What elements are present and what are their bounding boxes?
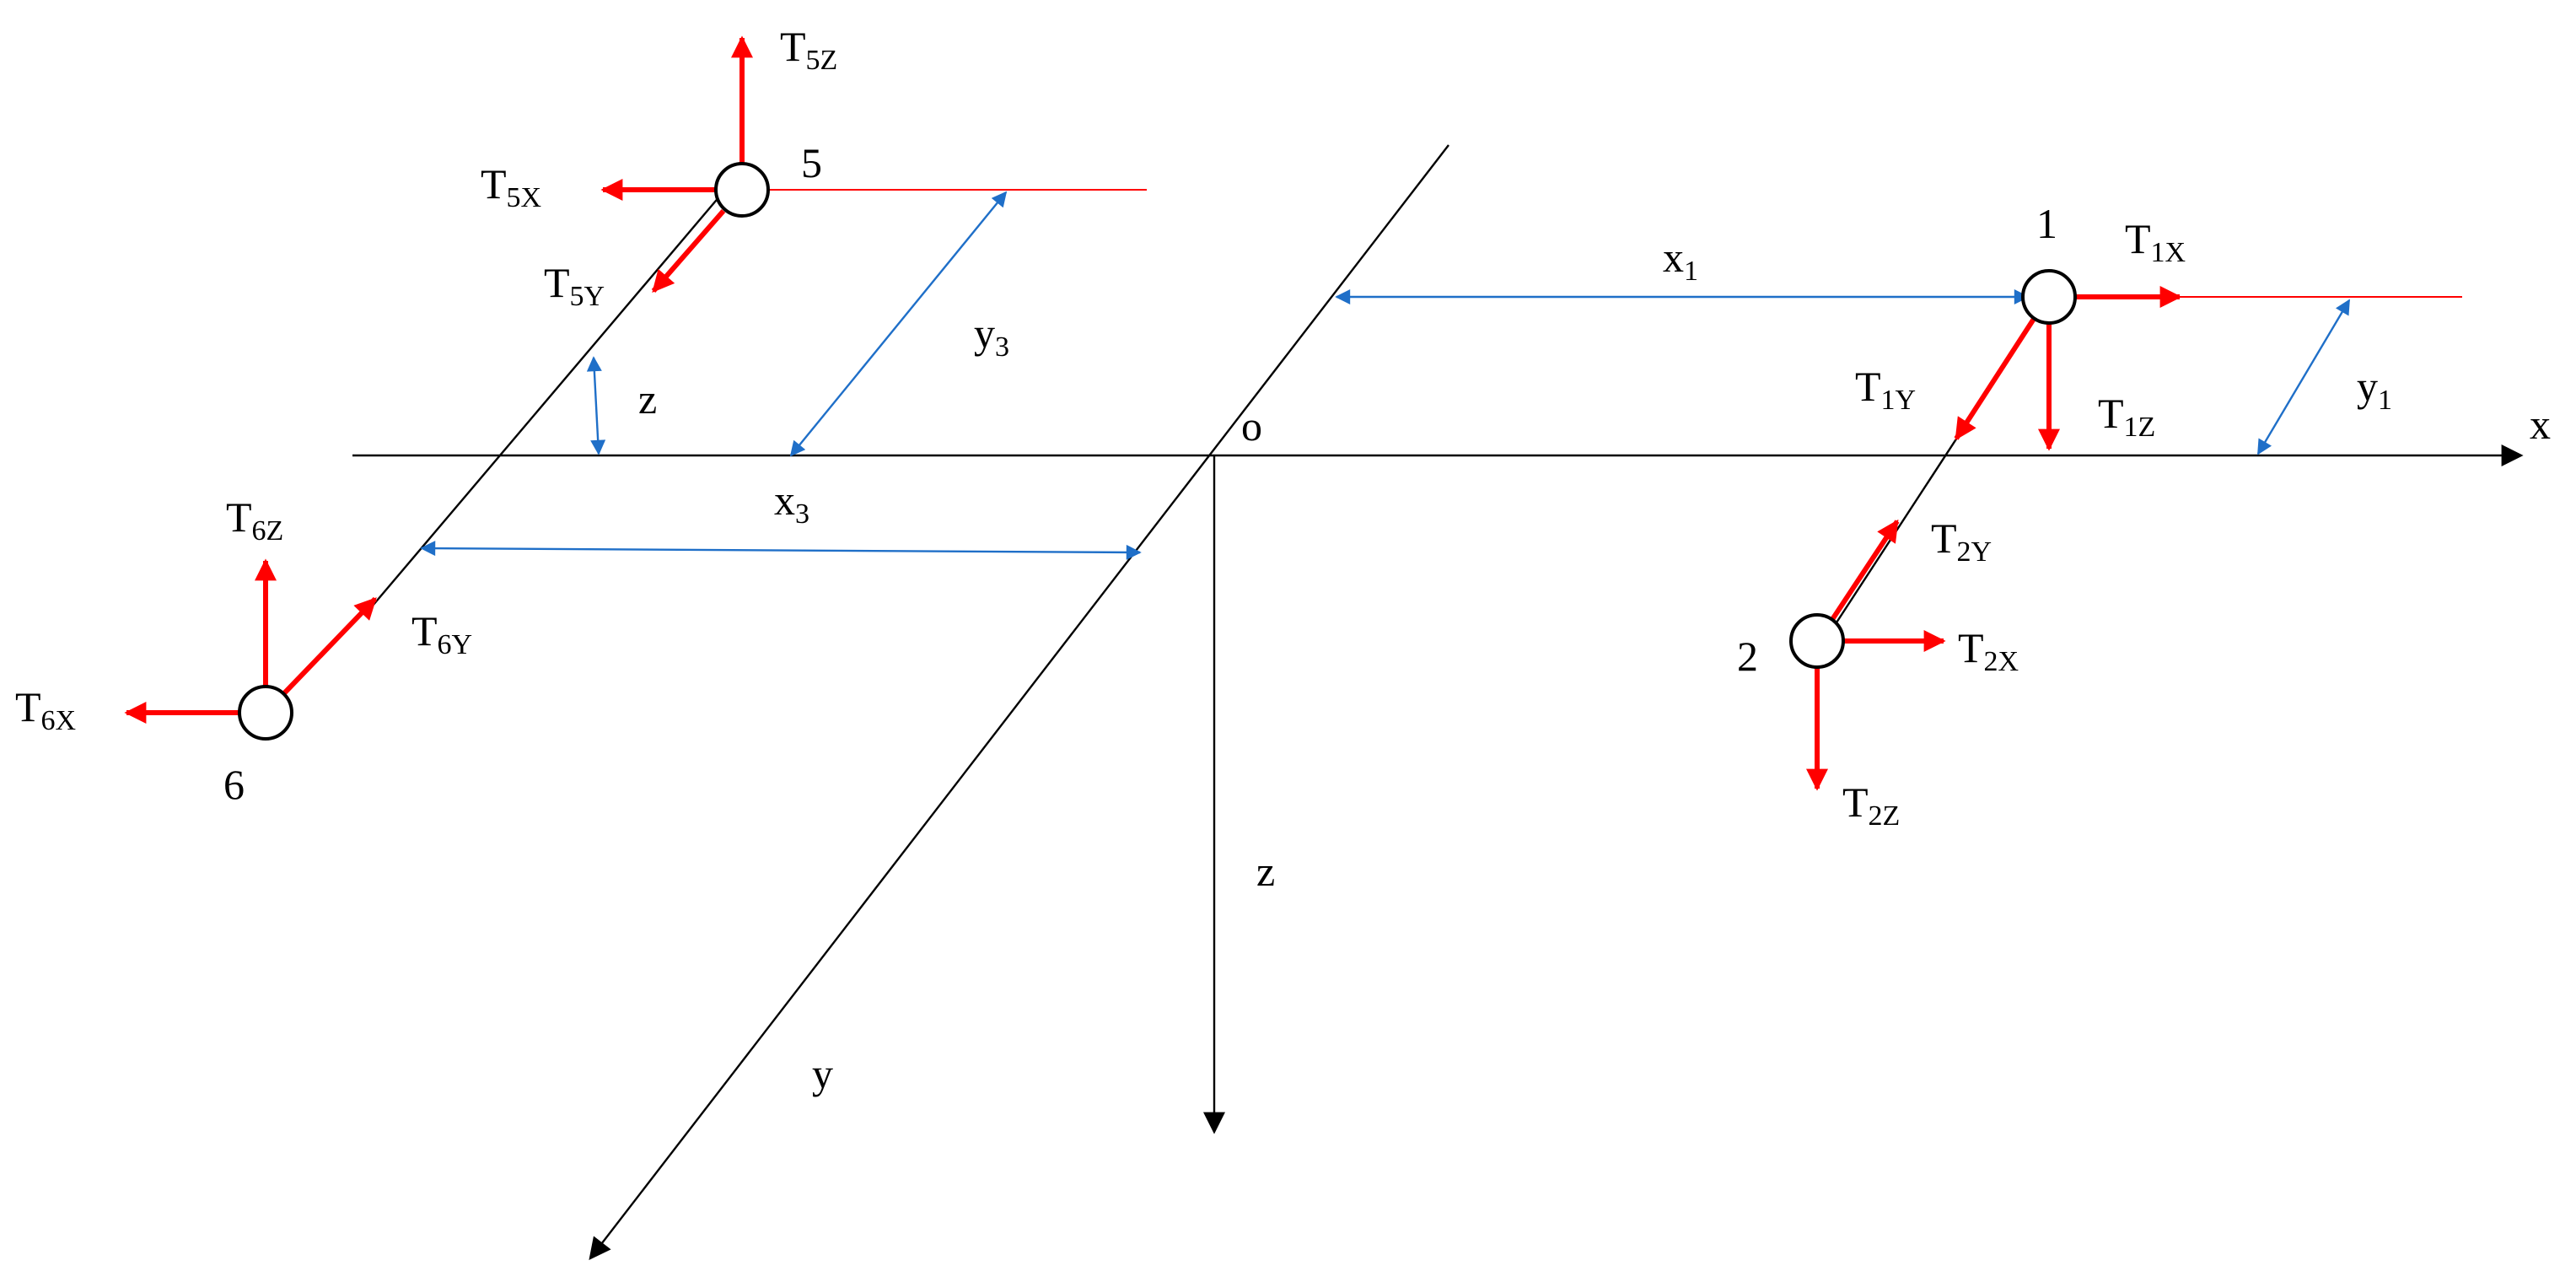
force-arrow-t2y [1829,519,1900,622]
force-label-t6y: T6Y [411,607,472,660]
force-label-t2y: T2Y [1931,514,1992,568]
node-6 [238,685,293,741]
y1-dimension [2256,299,2351,455]
node-6-label: 6 [223,761,245,808]
y-axis-label: y [812,1050,833,1097]
force-label-t5x: T5X [481,160,541,213]
dimension-label-x3: x3 [774,477,809,530]
force-label-t6z: T6Z [226,493,283,547]
node-1-label: 1 [2036,200,2057,247]
dimension-label-y1: y1 [2357,363,2392,416]
y-axis [589,144,1449,1261]
force-label-t5z: T5Z [780,23,837,76]
dimension-label-z: z [638,375,657,423]
x3-dimension [420,541,1142,560]
dimension-label-x1: x1 [1663,234,1698,287]
force-label-t6x: T6X [15,683,76,736]
z-dimension [586,356,606,455]
force-arrow-t6y [282,596,378,696]
force-arrow-t5y [651,209,726,293]
left-member-line [372,189,726,606]
dimension-label-y3: y3 [974,310,1009,363]
force-label-t1z: T1Z [2098,390,2155,443]
y3-dimension [789,191,1008,457]
node-5 [714,162,770,218]
x-axis-label: x [2530,401,2551,448]
force-label-t5y: T5Y [544,259,605,312]
node-2-label: 2 [1737,633,1758,680]
origin-label: o [1241,402,1262,450]
node-2 [1789,613,1845,669]
z-axis-label: z [1256,848,1275,895]
node-1 [2021,269,2077,325]
force-arrow-t1y [1954,317,2036,441]
node-5-label: 5 [801,139,822,186]
force-label-t2x: T2X [1958,624,2019,677]
force-label-t1x: T1X [2125,215,2186,268]
force-label-t1y: T1Y [1855,363,1916,416]
force-label-t2z: T2Z [1842,778,1900,832]
